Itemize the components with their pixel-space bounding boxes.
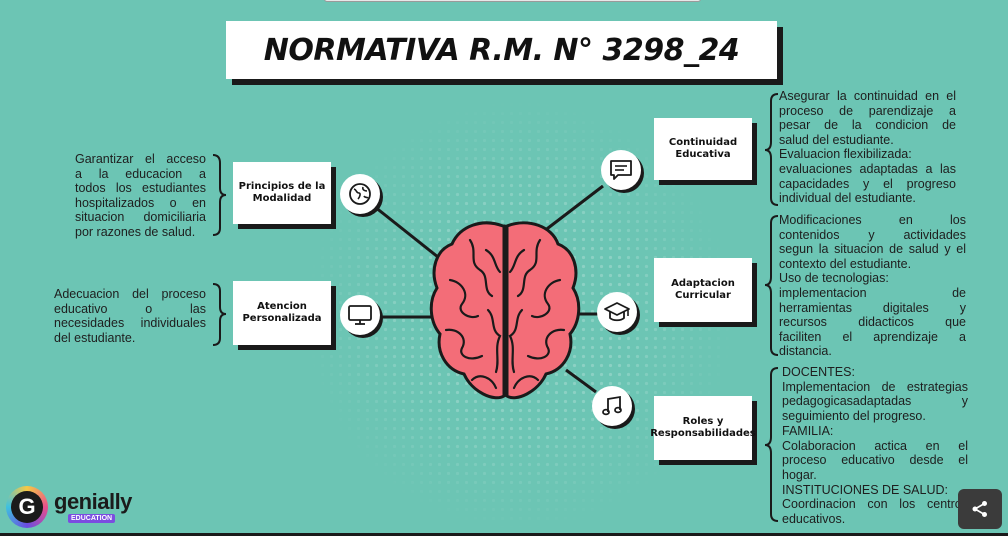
desc-roles: DOCENTES: Implementacion de estrategias …: [782, 365, 968, 527]
page-title: NORMATIVA R.M. N° 3298_24: [263, 32, 740, 68]
brace-roles: [764, 367, 779, 522]
node-adaptacion[interactable]: Adaptacion Curricular: [654, 258, 752, 322]
connector-roles: [565, 368, 597, 394]
desc-line: pesar de la condicion de: [779, 118, 956, 133]
node-continuidad[interactable]: Continuidad Educativa: [654, 118, 752, 180]
desc-line: evaluaciones adaptadas a las: [779, 161, 956, 176]
node-continuidad-label: Continuidad Educativa: [668, 136, 738, 161]
node-atencion-label: Atencion Personalizada: [242, 300, 322, 325]
desc-line: Colaboracion actica en el: [782, 438, 968, 453]
globe-icon: [349, 183, 371, 205]
principios-icon-circle[interactable]: [340, 174, 380, 214]
logo-name: genially: [54, 489, 132, 514]
graduation-cap-icon: [604, 302, 630, 322]
node-roles[interactable]: Roles y Responsabilidades: [650, 396, 756, 460]
logo-badge: EDUCATION: [68, 514, 116, 523]
desc-line: educativo o las: [54, 301, 206, 316]
brace-continuidad: [764, 93, 779, 206]
desc-line: proceso de parendizaje a: [779, 103, 956, 118]
desc-line: hospitalizados o en: [75, 195, 206, 210]
desc-principios: Garantizar el acceso a la educacion a to…: [75, 152, 206, 240]
desc-line: pedagogicasadaptadas y: [782, 394, 968, 409]
title-box: NORMATIVA R.M. N° 3298_24: [226, 21, 777, 79]
logo-mark: G: [6, 486, 48, 528]
desc-line: capacidades y el progreso: [779, 176, 956, 191]
desc-line: contenidos y actividades: [779, 227, 966, 242]
node-atencion[interactable]: Atencion Personalizada: [233, 281, 331, 345]
desc-line: Adecuacion del proceso: [54, 287, 206, 301]
desc-line: todos los estudiantes: [75, 181, 206, 196]
roles-icon-circle[interactable]: [592, 386, 632, 426]
desc-line: herramientas digitales y: [779, 300, 966, 315]
desc-line: contexto del estudiante.: [779, 256, 912, 271]
desc-continuidad: Asegurar la continuidad en el proceso de…: [779, 89, 956, 206]
desc-line: individual del estudiante.: [779, 191, 916, 206]
continuidad-icon-circle[interactable]: [601, 150, 641, 190]
desc-line: DOCENTES:: [782, 365, 855, 379]
desc-line: FAMILIA:: [782, 423, 834, 438]
music-note-icon: [602, 395, 622, 416]
share-button[interactable]: [958, 489, 1002, 529]
brace-principios: [212, 154, 227, 236]
desc-line: Evaluacion flexibilizada:: [779, 147, 912, 162]
desc-line: segun la situacion de salud y el: [779, 242, 966, 257]
node-principios-label: Principios de la Modalidad: [238, 180, 326, 205]
desc-line: necesidades individuales: [54, 316, 206, 331]
bottom-border: [0, 533, 1008, 536]
desc-line: Implementacion de estrategias: [782, 379, 968, 394]
genially-logo[interactable]: G genially EDUCATION: [6, 486, 146, 530]
connector-principios: [374, 205, 449, 267]
share-icon: [972, 501, 987, 517]
desc-line: distancia.: [779, 344, 832, 359]
desc-line: recursos didacticos que: [779, 315, 966, 330]
desc-atencion: Adecuacion del proceso educativo o las n…: [54, 287, 206, 345]
node-roles-label: Roles y Responsabilidades: [650, 415, 756, 440]
adaptacion-icon-circle[interactable]: [597, 292, 637, 332]
brace-adaptacion: [764, 215, 779, 356]
node-principios[interactable]: Principios de la Modalidad: [233, 162, 331, 224]
desc-line: a la educacion a: [75, 166, 206, 181]
logo-g-icon: G: [11, 491, 43, 523]
desc-line: educativos.: [782, 512, 846, 527]
desc-line: Garantizar el acceso: [75, 152, 206, 166]
desc-line: INSTITUCIONES DE SALUD:: [782, 482, 948, 497]
desc-line: hogar.: [782, 467, 817, 482]
desc-line: Uso de tecnologias:: [779, 271, 889, 286]
monitor-icon: [348, 305, 372, 325]
chat-icon: [610, 160, 632, 180]
brace-group: [212, 93, 779, 522]
desc-line: del estudiante.: [54, 330, 136, 345]
desc-line: Coordinacion con los centros: [782, 497, 968, 512]
desc-line: Asegurar la continuidad en el: [779, 89, 956, 103]
desc-line: por razones de salud.: [75, 224, 196, 239]
desc-line: seguimiento del progreso.: [782, 409, 926, 424]
desc-line: Modificaciones en los: [779, 213, 966, 227]
desc-line: proceso educativo desde el: [782, 453, 968, 468]
desc-line: faciliten el aprendizaje a: [779, 329, 966, 344]
brain-icon: [429, 221, 581, 400]
atencion-icon-circle[interactable]: [340, 295, 380, 335]
desc-line: implementacion de: [779, 285, 966, 300]
desc-line: salud del estudiante.: [779, 132, 894, 147]
brace-atencion: [212, 283, 227, 346]
desc-line: situacion domiciliaria: [75, 210, 206, 225]
desc-adaptacion: Modificaciones en los contenidos y activ…: [779, 213, 966, 359]
node-adaptacion-label: Adaptacion Curricular: [671, 277, 735, 302]
